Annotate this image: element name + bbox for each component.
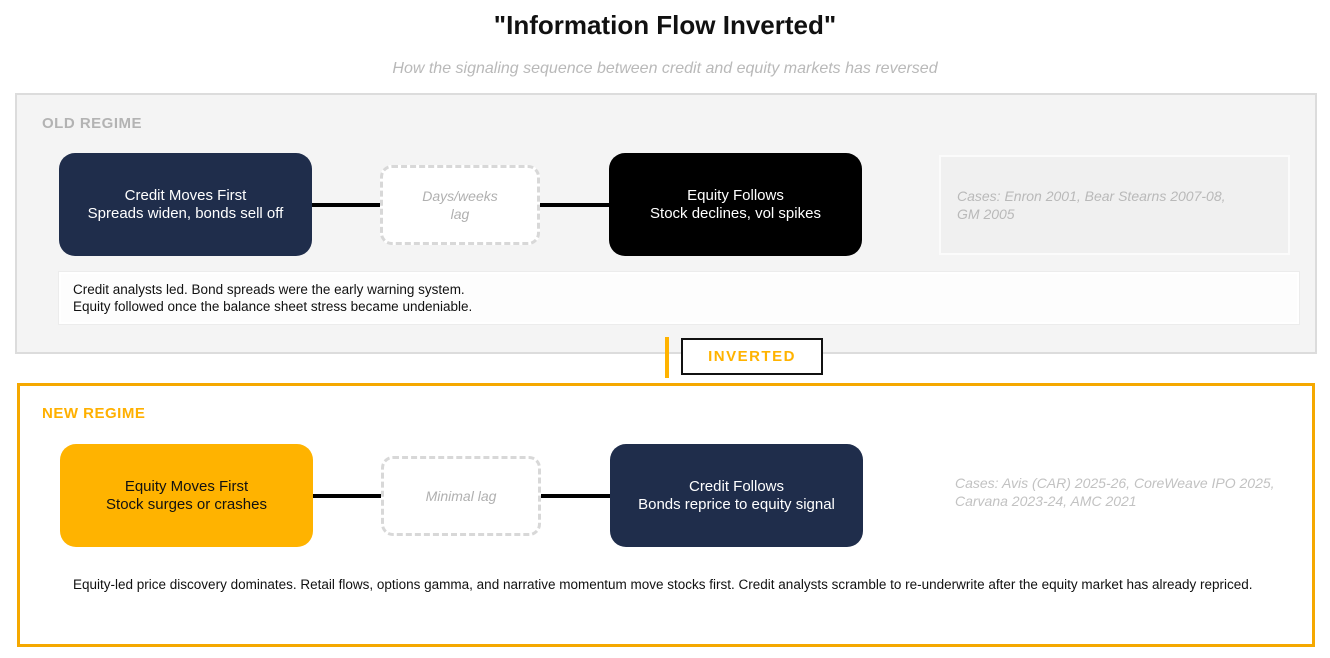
new-connector-right: [541, 494, 610, 498]
old-lag-line2: lag: [450, 206, 470, 222]
credit-moves-first-box: Credit Moves First Spreads widen, bonds …: [59, 153, 312, 256]
equity-moves-first-box: Equity Moves First Stock surges or crash…: [60, 444, 313, 547]
old-note-box: Credit analysts led. Bond spreads were t…: [58, 271, 1300, 325]
new-regime-label: NEW REGIME: [42, 405, 146, 422]
old-connector-right: [540, 203, 609, 207]
old-lag-box: Days/weeks lag: [380, 165, 540, 245]
old-cases-line1: Cases: Enron 2001, Bear Stearns 2007-08,: [957, 188, 1226, 204]
old-note-line1: Credit analysts led. Bond spreads were t…: [73, 282, 465, 297]
equity-moves-first-title: Equity Moves First: [124, 477, 249, 495]
old-cases-line2: GM 2005: [957, 206, 1015, 222]
new-lag-box: Minimal lag: [381, 456, 541, 536]
new-cases-line2: IPO 2025, Carvana 2023-24, AMC 2021: [955, 475, 1275, 509]
page-title: "Information Flow Inverted": [493, 10, 837, 40]
new-regime-panel: NEW REGIME Equity Moves First Stock surg…: [17, 383, 1315, 647]
new-note-line1: Equity-led price discovery dominates. Re…: [73, 577, 627, 592]
old-cases-box: Cases: Enron 2001, Bear Stearns 2007-08,…: [939, 155, 1290, 255]
new-cases-line1: Cases: Avis (CAR) 2025-26, CoreWeave: [955, 475, 1208, 491]
inverted-connector-line: [665, 337, 669, 378]
old-regime-label: OLD REGIME: [42, 115, 143, 132]
old-note-line2: Equity followed once the balance sheet s…: [73, 299, 473, 314]
old-connector-left: [312, 203, 380, 207]
credit-follows-subtitle: Bonds reprice to equity signal: [638, 495, 835, 513]
new-note-text: Equity-led price discovery dominates. Re…: [73, 576, 1253, 594]
credit-follows-box: Credit Follows Bonds reprice to equity s…: [610, 444, 863, 547]
new-connector-left: [313, 494, 381, 498]
page-subtitle: How the signaling sequence between credi…: [392, 60, 938, 77]
equity-moves-first-subtitle: Stock surges or crashes: [106, 495, 267, 513]
new-lag-line1: Minimal lag: [425, 488, 497, 504]
inverted-badge: INVERTED: [681, 338, 823, 375]
equity-follows-box: Equity Follows Stock declines, vol spike…: [609, 153, 862, 256]
equity-follows-title: Equity Follows: [687, 186, 784, 204]
credit-moves-first-title: Credit Moves First: [124, 186, 247, 204]
inverted-badge-label: INVERTED: [708, 348, 796, 365]
old-regime-panel: OLD REGIME Credit Moves First Spreads wi…: [15, 93, 1317, 354]
equity-follows-subtitle: Stock declines, vol spikes: [650, 204, 821, 222]
old-lag-line1: Days/weeks: [422, 188, 498, 204]
credit-follows-title: Credit Follows: [688, 477, 785, 495]
new-note-line2: move stocks first. Credit analysts scram…: [630, 577, 1253, 592]
new-cases-text: Cases: Avis (CAR) 2025-26, CoreWeave IPO…: [955, 474, 1312, 510]
credit-moves-first-subtitle: Spreads widen, bonds sell off: [87, 204, 284, 222]
